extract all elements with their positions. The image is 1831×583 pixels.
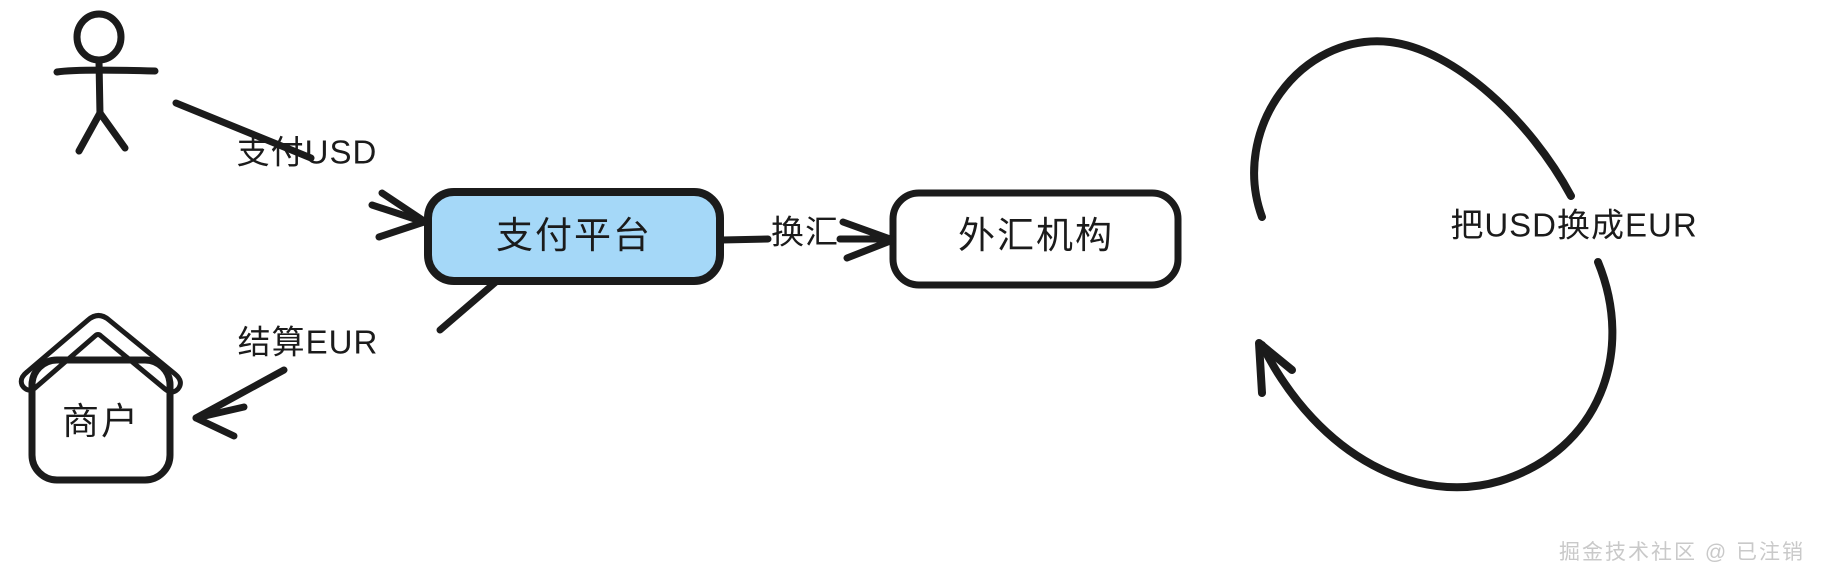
edge-settle-eur-arrowhead (192, 403, 248, 440)
edge-pay-usd[interactable]: 支付USD (172, 99, 428, 241)
edge-self-loop-arrowhead (1255, 339, 1296, 397)
edge-exchange[interactable]: 换汇 (718, 214, 897, 262)
node-merchant[interactable]: 商户 (18, 313, 183, 484)
merchant-body-icon (28, 356, 174, 484)
node-actor[interactable] (53, 10, 159, 155)
edge-exchange-line-a (718, 235, 772, 244)
edge-exchange-arrowhead (839, 218, 897, 262)
fx-institution-label: 外汇机构 (958, 215, 1114, 256)
edge-settle-eur-line-b (192, 366, 288, 422)
edge-self-loop[interactable]: 把USD换成EUR (1250, 37, 1698, 492)
watermark: 掘金技术社区 @ 已注销 (1559, 541, 1805, 564)
edge-settle-eur-line-a (436, 277, 501, 334)
node-payment-platform[interactable]: 支付平台 (424, 188, 724, 285)
edge-pay-usd-line-a (172, 99, 315, 162)
node-fx-institution[interactable]: 外汇机构 (889, 189, 1182, 289)
merchant-label: 商户 (62, 401, 140, 442)
edge-self-loop-curve-back (1258, 258, 1617, 492)
edge-exchange-label: 换汇 (771, 214, 839, 251)
payment-platform-box (424, 188, 724, 285)
actor-head-icon (73, 10, 125, 64)
actor-legs-icon (75, 109, 129, 155)
edge-self-loop-curve-out (1250, 37, 1575, 221)
edge-pay-usd-arrowhead (368, 201, 428, 241)
actor-arms-icon (53, 66, 159, 76)
edge-settle-eur-label: 结算EUR (238, 324, 379, 361)
edge-self-loop-label: 把USD换成EUR (1450, 207, 1697, 244)
merchant-roof-icon (18, 313, 183, 395)
edge-pay-usd-label: 支付USD (237, 134, 378, 171)
edge-settle-eur[interactable]: 结算EUR (192, 277, 501, 440)
payment-platform-label: 支付平台 (496, 215, 652, 256)
